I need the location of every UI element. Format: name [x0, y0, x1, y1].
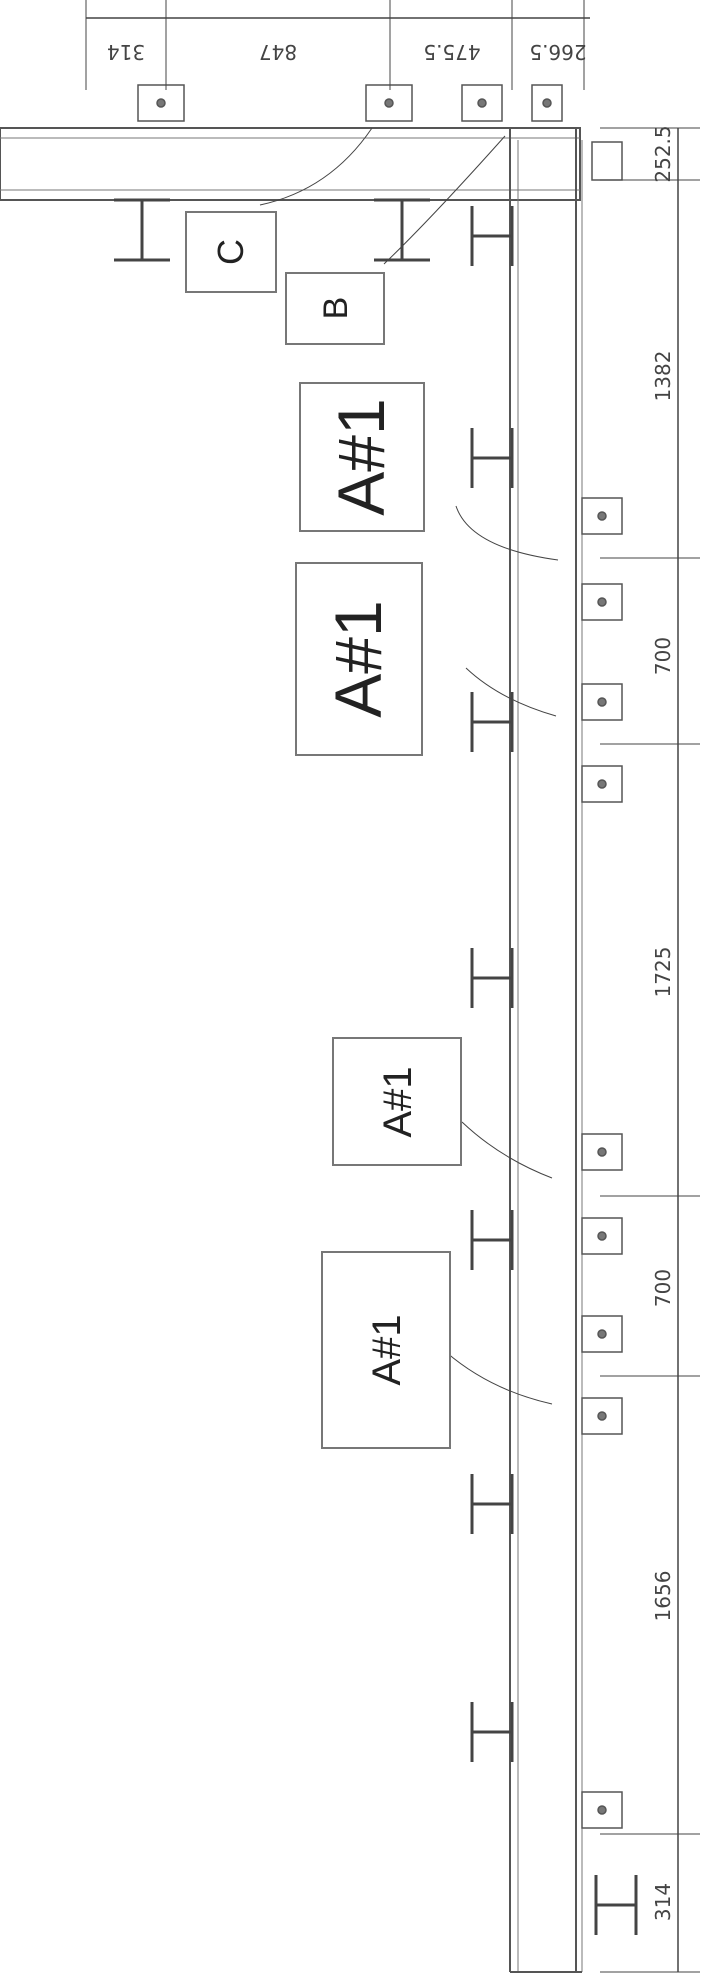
callout-b: B: [285, 272, 385, 345]
leader-lines: [259, 127, 559, 1405]
callout-a1-third: A#1: [332, 1037, 462, 1166]
top-dim-847: 847: [259, 40, 297, 64]
right-dim-700-b: 700: [651, 1269, 675, 1307]
right-connection-plates: [581, 141, 623, 1829]
i-section: [470, 1210, 514, 1270]
top-dim-475-5: 475.5: [423, 40, 480, 64]
callout-a1-second: A#1: [295, 562, 423, 756]
callout-a1-fourth-label: A#1: [365, 1314, 409, 1385]
top-beam: [0, 127, 581, 201]
callout-a1-fourth: A#1: [321, 1251, 451, 1449]
right-dim-252-5: 252.5: [651, 125, 675, 182]
right-dim-314: 314: [651, 1883, 675, 1921]
callout-a1-first-label: A#1: [324, 398, 398, 515]
i-section: [470, 1702, 514, 1762]
top-dimension-labels: 314 847 475.5 266.5: [107, 40, 587, 64]
i-section: [470, 206, 514, 266]
top-dim-266-5: 266.5: [529, 40, 586, 64]
i-section: [594, 1875, 638, 1935]
right-dim-700-a: 700: [651, 637, 675, 675]
right-dim-1725: 1725: [651, 947, 675, 998]
i-section: [470, 692, 514, 752]
vertical-beam: [509, 128, 583, 1973]
callout-a1-second-label: A#1: [321, 600, 395, 717]
top-connection-plates: [137, 84, 563, 122]
i-section: [470, 948, 514, 1008]
top-dim-314: 314: [107, 40, 145, 64]
i-section: [374, 198, 430, 262]
callout-c: C: [185, 211, 277, 293]
top-dimension-line: [85, 0, 590, 90]
right-dim-1382: 1382: [651, 351, 675, 402]
i-section: [114, 198, 170, 262]
i-section: [470, 1474, 514, 1534]
callout-a1-third-label: A#1: [376, 1066, 420, 1137]
callout-a1-first: A#1: [299, 382, 425, 532]
right-dimension-line: [600, 127, 700, 1973]
right-dimension-labels: 252.5 1382 700 1725 700 1656 314: [651, 125, 675, 1921]
i-section: [470, 428, 514, 488]
i-section-profiles: [114, 198, 638, 1935]
callout-c-label: C: [210, 239, 251, 265]
callout-b-label: B: [317, 297, 355, 320]
right-dim-1656: 1656: [651, 1571, 675, 1622]
